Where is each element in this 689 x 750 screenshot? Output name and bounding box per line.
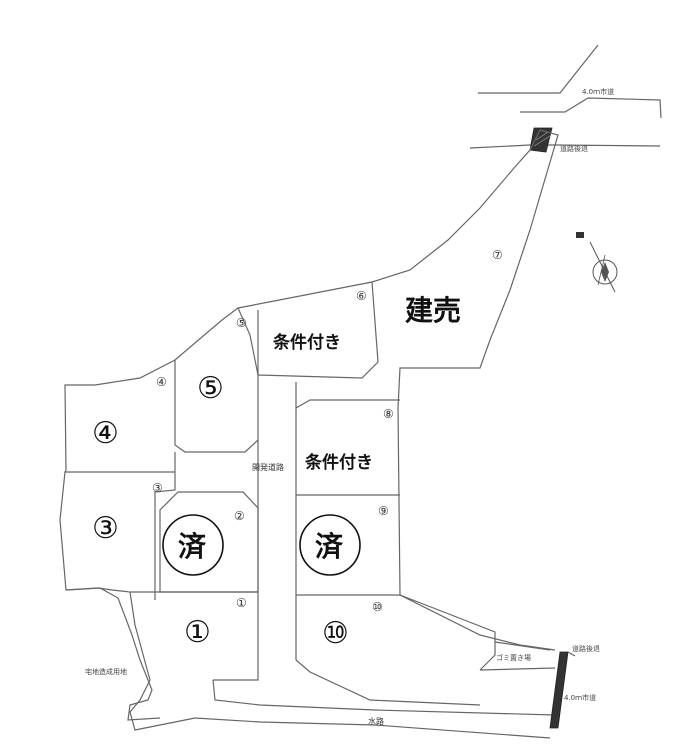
lot5-boundary: [174, 307, 259, 453]
lot6-tag: ⑥: [356, 289, 367, 303]
dev-road-label: 開発道路: [252, 462, 284, 472]
lot9-status-circle: [299, 514, 361, 576]
left-road-edge: [65, 587, 161, 721]
right-setback-label: 道路後退: [572, 644, 600, 653]
top-road-label: 4.0ｍ市道: [582, 87, 614, 96]
lot2-status-circle: [162, 514, 224, 576]
lot2-status: 済: [178, 530, 207, 563]
north-arrow-icon: [576, 232, 618, 293]
south-road-edge: [212, 679, 556, 716]
waterway-label: 水路: [368, 716, 384, 726]
dev-road-west: [154, 452, 176, 600]
site-boundary-west: [59, 129, 551, 739]
lot8-status: 条件付き: [304, 452, 373, 473]
top-setback-label: 道路後退: [560, 144, 588, 153]
lot7-tag: ⑦: [492, 248, 503, 262]
turnaround-label: ゴミ置き場: [496, 653, 531, 662]
lot1-tag: ①: [236, 596, 247, 610]
lot1-number: ①: [184, 615, 211, 650]
lot2-boundary: [159, 491, 259, 593]
top-road-edge-upper: [478, 44, 599, 94]
lot3-number: ③: [92, 511, 119, 546]
lot9-tag: ⑨: [378, 504, 389, 518]
top-road-edge-lower: [520, 97, 662, 119]
lot10-south: [295, 659, 481, 706]
lot10-number: ⑩: [322, 616, 349, 651]
turnaround-line-lower: [479, 667, 556, 671]
lot4-tag: ④: [156, 375, 167, 389]
left-note-label: 宅地造成用地: [85, 667, 127, 676]
lot3-tag: ③: [152, 481, 163, 495]
lot8-north: [295, 399, 400, 409]
top-setback-hatch: [529, 127, 553, 153]
top-setback-hatch-lines: [533, 131, 551, 147]
turnaround-line: [494, 641, 551, 651]
lot8-tag: ⑧: [383, 407, 394, 421]
lot4-number: ④: [92, 416, 119, 451]
site-boundary-east: [397, 129, 559, 651]
right-road-edge: [567, 651, 576, 657]
lot10-east: [399, 594, 496, 671]
lot2-tag: ②: [234, 509, 245, 523]
lot5-number: ⑤: [197, 371, 224, 406]
lot6-status: 条件付き: [272, 332, 341, 353]
lot7-status: 建売: [405, 294, 461, 327]
lot10-tag: ⑩: [372, 600, 383, 614]
lot6-boundary: [257, 281, 379, 379]
lot9-status: 済: [315, 530, 344, 563]
right-setback-hatch: [549, 651, 569, 729]
lot5-tag: ⑤: [236, 316, 247, 330]
right-road-label: 4.0ｍ市道: [564, 693, 596, 702]
